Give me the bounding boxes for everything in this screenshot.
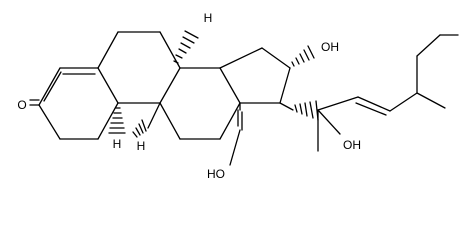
ketone-carbonyl: O (17, 98, 40, 112)
ring-d-hydroxyl-label: OH (321, 40, 339, 54)
ketone-oxygen-label: O (17, 98, 26, 112)
stereo-hydrogen-c9: H (108, 107, 126, 151)
hydroxymethyl-label: HO (207, 167, 225, 181)
stereo-h-lower-label: H (137, 139, 146, 153)
chemical-structure-diagram: O H H (17, 11, 459, 181)
ring-b (97, 31, 181, 104)
stereo-h-c9-label: H (113, 137, 122, 151)
stereo-hydrogen-c8: H (173, 11, 213, 64)
ring-d (219, 47, 291, 104)
ring-d-hydroxyl: OH (291, 40, 339, 67)
ring-c (159, 67, 241, 140)
side-chain-hydroxyl-label: OH (343, 138, 361, 152)
stereo-h-c8-label: H (204, 11, 213, 25)
side-chain: OH (279, 34, 459, 152)
ring-a (38, 67, 119, 140)
methyl-c10: H (132, 102, 161, 153)
hydroxymethyl-group: HO (207, 102, 243, 181)
